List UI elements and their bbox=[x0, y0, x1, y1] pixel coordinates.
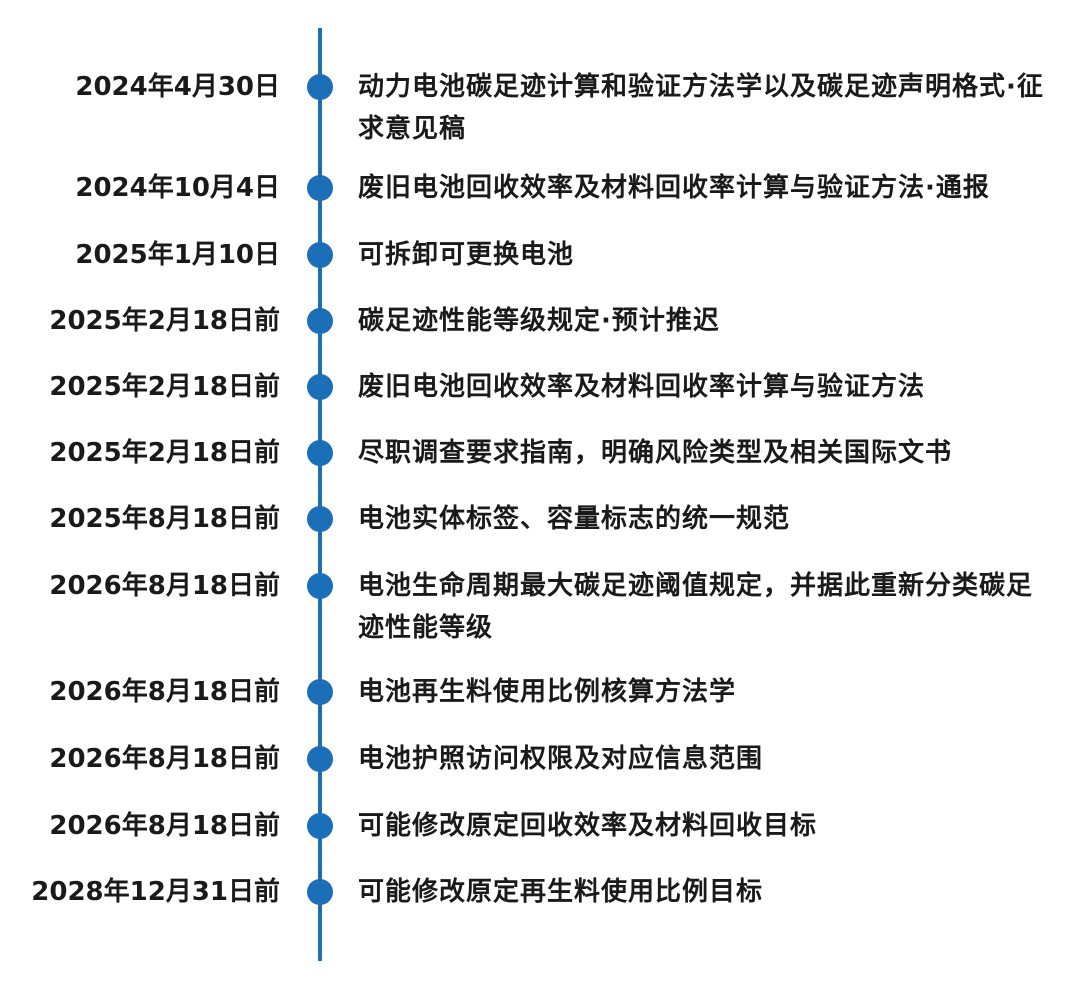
timeline-event: 可能修改原定再生料使用比例目标 bbox=[358, 877, 764, 907]
timeline-date: 2025年8月18日前 bbox=[49, 504, 280, 534]
timeline-date: 2025年2月18日前 bbox=[49, 372, 280, 402]
timeline-date: 2026年8月18日前 bbox=[49, 677, 280, 707]
timeline-event: 动力电池碳足迹计算和验证方法学以及碳足迹声明格式·征求意见稿 bbox=[358, 72, 1044, 144]
timeline-dot bbox=[307, 813, 333, 839]
timeline-event: 可拆卸可更换电池 bbox=[358, 240, 575, 270]
timeline-dot bbox=[307, 175, 333, 201]
timeline-date: 2025年2月18日前 bbox=[49, 306, 280, 336]
timeline-event: 可能修改原定回收效率及材料回收目标 bbox=[358, 811, 818, 841]
timeline-date: 2025年1月10日 bbox=[75, 240, 280, 270]
timeline-event: 尽职调查要求指南，明确风险类型及相关国际文书 bbox=[358, 438, 953, 468]
timeline-axis bbox=[318, 28, 322, 961]
timeline-dot bbox=[307, 374, 333, 400]
timeline-dot bbox=[307, 242, 333, 268]
timeline-dot bbox=[307, 440, 333, 466]
timeline-dot bbox=[307, 506, 333, 532]
timeline-dot bbox=[307, 679, 333, 705]
timeline-date: 2026年8月18日前 bbox=[49, 811, 280, 841]
timeline-date: 2026年8月18日前 bbox=[49, 744, 280, 774]
timeline-event: 电池实体标签、容量标志的统一规范 bbox=[358, 504, 791, 534]
timeline-dot bbox=[307, 879, 333, 905]
timeline-date: 2024年10月4日 bbox=[75, 173, 280, 203]
timeline-event: 电池再生料使用比例核算方法学 bbox=[358, 677, 737, 707]
timeline-event: 电池生命周期最大碳足迹阈值规定，并据此重新分类碳足迹性能等级 bbox=[358, 571, 1034, 643]
timeline-event: 碳足迹性能等级规定·预计推迟 bbox=[358, 306, 720, 336]
timeline-event: 废旧电池回收效率及材料回收率计算与验证方法 bbox=[358, 372, 926, 402]
timeline-date: 2026年8月18日前 bbox=[49, 571, 280, 601]
timeline-date: 2028年12月31日前 bbox=[31, 877, 280, 907]
timeline-dot bbox=[307, 308, 333, 334]
timeline-dot bbox=[307, 573, 333, 599]
timeline-date: 2024年4月30日 bbox=[75, 72, 280, 102]
timeline-dot bbox=[307, 746, 333, 772]
timeline-event: 废旧电池回收效率及材料回收率计算与验证方法·通报 bbox=[358, 173, 990, 203]
timeline-dot bbox=[307, 74, 333, 100]
timeline-event: 电池护照访问权限及对应信息范围 bbox=[358, 744, 764, 774]
timeline-date: 2025年2月18日前 bbox=[49, 438, 280, 468]
